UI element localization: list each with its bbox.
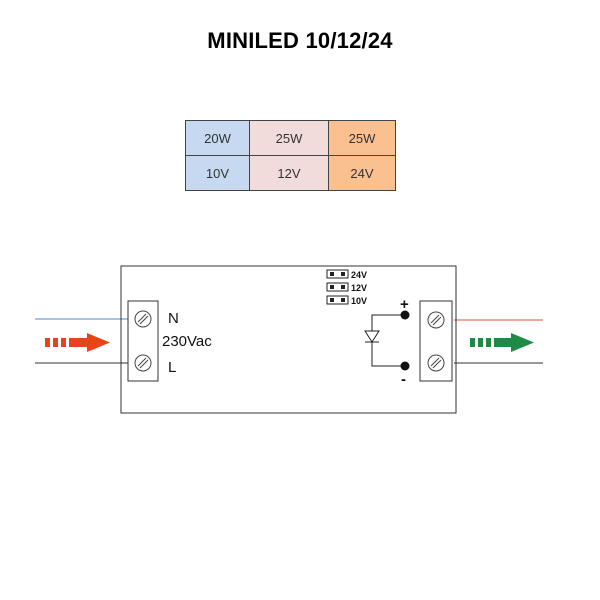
neutral-label: N	[168, 310, 179, 327]
table-cell: 20W	[185, 120, 250, 156]
table-cell: 25W	[249, 120, 329, 156]
input-arrow-icon	[45, 333, 110, 352]
positive-node	[400, 310, 410, 320]
line-label: L	[168, 359, 176, 376]
minus-label: -	[401, 371, 406, 388]
negative-node	[400, 361, 410, 371]
jumper-label: 24V	[351, 270, 367, 280]
table-cell: 25W	[328, 120, 396, 156]
voltage-label: 230Vac	[162, 333, 212, 350]
output-terminal-block	[419, 300, 453, 382]
plus-label: +	[400, 296, 409, 313]
driver-box	[120, 265, 457, 414]
output-arrow-icon	[470, 333, 534, 352]
jumper-24v	[326, 269, 349, 279]
jumper-selector: 24V 12V 10V	[326, 269, 367, 306]
input-terminal-block	[127, 300, 159, 382]
table-row: 20W 25W 25W	[185, 120, 396, 156]
table-cell: 10V	[185, 155, 250, 191]
table-row: 10V 12V 24V	[185, 155, 396, 191]
jumper-10v	[326, 295, 349, 305]
diagram-title: MINILED 10/12/24	[207, 28, 393, 53]
spec-table: 20W 25W 25W 10V 12V 24V	[185, 120, 396, 191]
jumper-12v	[326, 282, 349, 292]
jumper-label: 10V	[351, 296, 367, 306]
table-cell: 12V	[249, 155, 329, 191]
table-cell: 24V	[328, 155, 396, 191]
jumper-label: 12V	[351, 283, 367, 293]
diode-circuit	[364, 314, 404, 367]
